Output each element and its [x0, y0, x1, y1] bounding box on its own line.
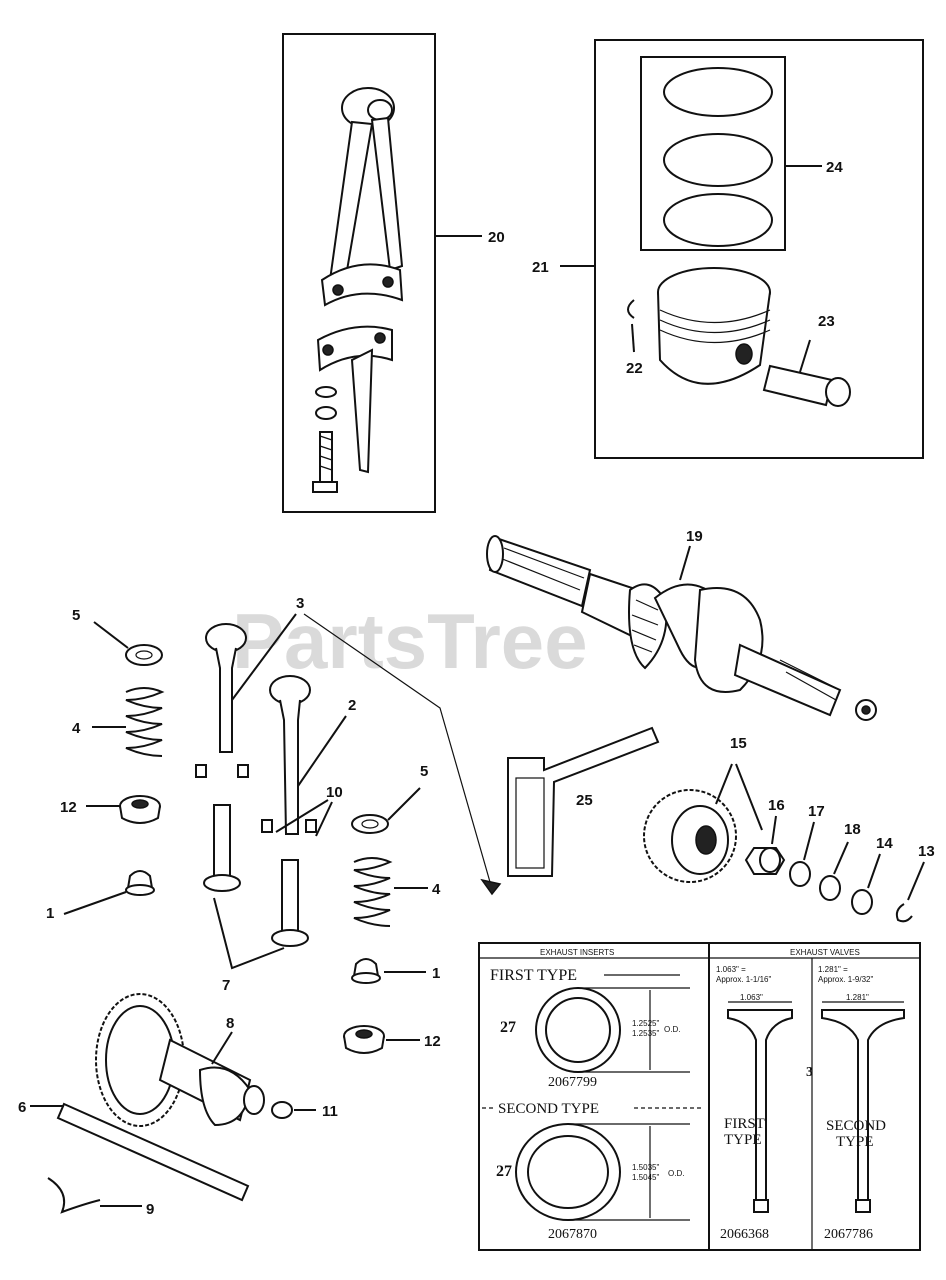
exhaust-valve-first-type[interactable]	[727, 1009, 793, 1213]
header-exhaust-valves: EXHAUST VALVES	[790, 948, 860, 957]
callout-12-left: 12	[60, 799, 77, 816]
watermark: PartsTree	[232, 597, 588, 685]
callout-24: 24	[826, 159, 843, 176]
second-od-2: 1.5045"	[632, 1173, 659, 1182]
valve2-label-2: TYPE	[836, 1134, 874, 1150]
valve2-label-1: SECOND	[826, 1118, 886, 1134]
callout-5-right: 5	[420, 763, 428, 780]
callout-15: 15	[730, 735, 747, 752]
valve2-dim: 1.281"	[846, 993, 869, 1002]
callout-5-left: 5	[72, 607, 80, 624]
valve-cap-left[interactable]	[125, 870, 155, 896]
callout-13: 13	[918, 843, 935, 860]
callout-20: 20	[488, 229, 505, 246]
valve1-note-2: Approx. 1-1/16"	[716, 975, 771, 984]
callout-7: 7	[222, 977, 230, 994]
breather-spring[interactable]	[47, 1177, 101, 1214]
valve-spring-retainer-left[interactable]	[125, 644, 163, 666]
valve1-dim: 1.063"	[740, 993, 763, 1002]
header-exhaust-inserts: EXHAUST INSERTS	[540, 948, 614, 957]
valve-guide-gauge[interactable]	[507, 726, 660, 877]
callout-2: 2	[348, 697, 356, 714]
first-od-2: 1.2535"	[632, 1029, 659, 1038]
valve-seal-left[interactable]	[119, 795, 161, 824]
callout-18: 18	[844, 821, 861, 838]
first-od-label: O.D.	[664, 1025, 680, 1034]
insert-first-type[interactable]	[535, 987, 621, 1073]
valve1-label-1: FIRST	[724, 1116, 765, 1132]
callout-4-left: 4	[72, 720, 81, 737]
crankshaft[interactable]	[486, 535, 877, 721]
retaining-ring[interactable]	[895, 903, 913, 923]
first-insert-part: 2067799	[548, 1075, 597, 1090]
camshaft-washer[interactable]	[271, 1101, 293, 1119]
insert-second-type[interactable]	[515, 1123, 621, 1221]
second-od-label: O.D.	[668, 1169, 684, 1178]
pin-retainer[interactable]	[627, 299, 635, 319]
bearing[interactable]	[744, 847, 786, 875]
exhaust-valve[interactable]	[269, 675, 311, 835]
callout-21: 21	[532, 259, 549, 276]
callout-12-right: 12	[424, 1033, 441, 1050]
washer-18[interactable]	[819, 875, 841, 901]
piston-rings[interactable]	[663, 67, 773, 247]
intake-valve[interactable]	[205, 623, 247, 753]
callout-11: 11	[322, 1103, 338, 1120]
spacer-17[interactable]	[789, 861, 811, 887]
valve1-label-2: TYPE	[724, 1132, 762, 1148]
exhaust-reference-table: EXHAUST INSERTS EXHAUST VALVES FIRST TYP…	[478, 942, 921, 1251]
callout-10: 10	[326, 784, 343, 801]
callout-1-left: 1	[46, 905, 54, 922]
valve1-note-1: 1.063" =	[716, 965, 746, 974]
crankshaft-gear[interactable]	[643, 789, 737, 883]
callout-9: 9	[146, 1201, 154, 1218]
callout-6: 6	[18, 1099, 26, 1116]
valve-keepers[interactable]	[195, 764, 317, 833]
callout-14: 14	[876, 835, 893, 852]
callout-23: 23	[818, 313, 835, 330]
washer-14[interactable]	[851, 889, 873, 915]
valve2-note-2: Approx. 1-9/32"	[818, 975, 873, 984]
callout-3: 3	[296, 595, 304, 612]
wrist-pin[interactable]	[762, 364, 851, 407]
valve-cap-right[interactable]	[351, 958, 381, 984]
callout-4-right: 4	[432, 881, 441, 898]
second-od-1: 1.5035"	[632, 1163, 659, 1172]
second-type-label: SECOND TYPE	[498, 1101, 599, 1117]
piston-box: 24 21 23 22	[532, 39, 924, 459]
insert-first-item-no: 27	[500, 1019, 516, 1036]
callout-25: 25	[576, 792, 593, 809]
valve-tappet-2[interactable]	[271, 859, 309, 947]
ring-set-box	[640, 56, 786, 251]
valve-spring-right[interactable]	[353, 857, 393, 927]
valve2-part: 2067786	[824, 1227, 873, 1242]
callout-17: 17	[808, 803, 825, 820]
valve-spring-left[interactable]	[125, 687, 165, 757]
valve2-note-1: 1.281" =	[818, 965, 848, 974]
exhaust-valve-second-type[interactable]	[821, 1009, 905, 1213]
callout-1-right: 1	[432, 965, 440, 982]
piston[interactable]	[657, 267, 771, 385]
insert-second-item-no: 27	[496, 1163, 512, 1180]
camshaft[interactable]	[95, 993, 265, 1127]
valve-item-no: 3	[806, 1065, 813, 1080]
valve1-part: 2066368	[720, 1227, 769, 1242]
callout-8: 8	[226, 1015, 234, 1032]
connecting-rod-box: 20	[282, 33, 505, 513]
valve-tappet-1[interactable]	[203, 804, 241, 892]
connecting-rod[interactable]	[312, 87, 404, 493]
first-type-label: FIRST TYPE	[490, 967, 577, 984]
first-od-1: 1.2525"	[632, 1019, 659, 1028]
valve-seal-right[interactable]	[343, 1025, 385, 1054]
callout-22: 22	[626, 360, 643, 377]
valve-spring-retainer-right[interactable]	[351, 814, 389, 834]
second-insert-part: 2067870	[548, 1227, 597, 1242]
camshaft-pin[interactable]	[56, 1102, 250, 1202]
callout-16: 16	[768, 797, 785, 814]
callout-19: 19	[686, 528, 703, 545]
